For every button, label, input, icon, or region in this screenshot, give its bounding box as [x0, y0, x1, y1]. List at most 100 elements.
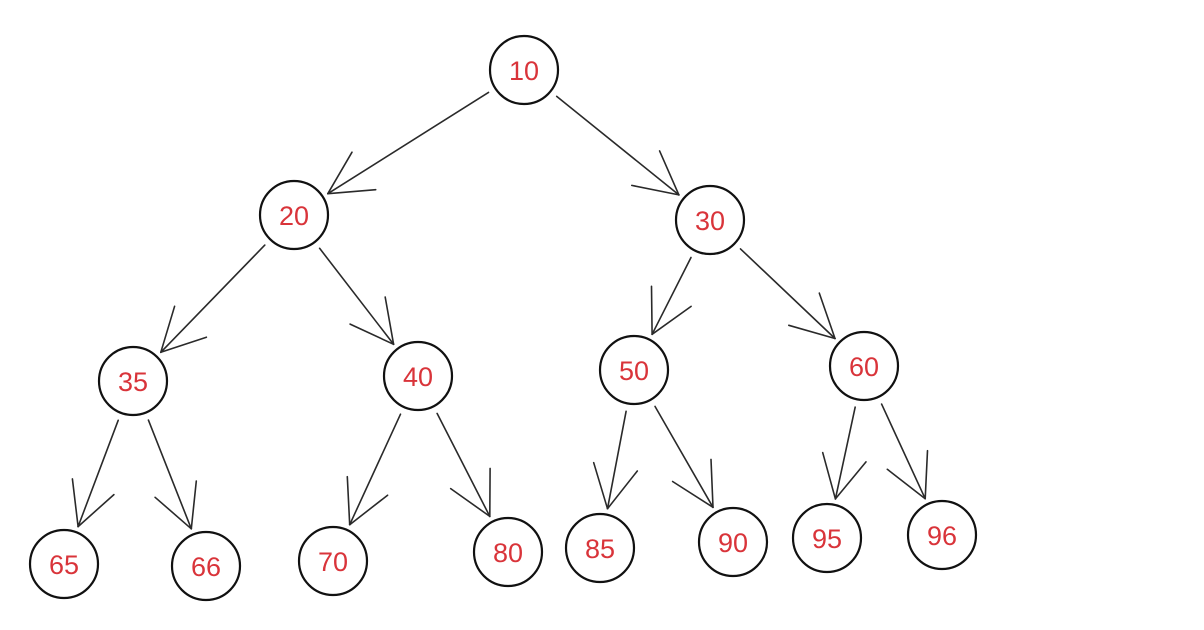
- edge-shaft: [77, 419, 119, 528]
- edge-shaft: [880, 403, 927, 500]
- edge-20-to-40: [318, 247, 395, 346]
- node-circle: [697, 506, 769, 578]
- arrowhead-barb-right: [449, 487, 491, 518]
- arrowhead-barb-left: [658, 150, 680, 196]
- tree-node-95: 95: [791, 502, 863, 574]
- tree-node-90: 90: [697, 506, 769, 578]
- arrowhead-barb-left: [651, 305, 692, 336]
- node-label: 70: [318, 547, 348, 577]
- edge-shaft: [318, 247, 395, 346]
- edge-shaft: [606, 410, 627, 510]
- edge-shaft: [326, 91, 490, 195]
- node-label: 60: [849, 352, 879, 382]
- node-label: 40: [403, 362, 433, 392]
- node-label: 30: [695, 206, 725, 236]
- edge-20-to-35: [160, 244, 266, 354]
- tree-node-65: 65: [28, 528, 100, 600]
- edge-shaft: [147, 419, 193, 530]
- arrowhead-barb-left: [834, 461, 867, 500]
- edge-40-to-80: [436, 412, 491, 518]
- tree-node-70: 70: [297, 525, 369, 597]
- arrowhead-barb-left: [924, 449, 929, 500]
- tree-node-66: 66: [170, 530, 242, 602]
- node-label: 95: [812, 524, 842, 554]
- node-circle: [906, 499, 978, 571]
- tree-node-30: 30: [674, 184, 746, 256]
- node-circle: [674, 184, 746, 256]
- node-circle: [382, 340, 454, 412]
- arrowhead-barb-left: [384, 296, 395, 346]
- tree-node-96: 96: [906, 499, 978, 571]
- node-circle: [28, 528, 100, 600]
- edge-shaft: [739, 248, 836, 340]
- node-label: 66: [191, 552, 221, 582]
- arrowhead-barb-right: [630, 184, 680, 196]
- arrowhead-barb-right: [886, 468, 927, 500]
- node-label: 20: [279, 201, 309, 231]
- nodes-layer: 10 20 30 35 40 50 60 65 66 70 80 85 90 95 96: [28, 34, 978, 602]
- arrowhead-barb-left: [818, 292, 836, 340]
- arrowhead-barb-left: [160, 336, 208, 354]
- tree-node-20: 20: [258, 179, 330, 251]
- node-circle: [828, 330, 900, 402]
- arrowhead-barb-right: [787, 324, 836, 340]
- node-label: 85: [585, 534, 615, 564]
- arrowhead-barb-right: [821, 451, 837, 500]
- edge-shaft: [555, 95, 680, 196]
- edge-35-to-66: [147, 419, 198, 530]
- edges-layer: [71, 91, 929, 530]
- arrowhead-barb-left: [190, 480, 198, 530]
- edge-shaft: [160, 244, 266, 354]
- edge-10-to-30: [555, 95, 680, 196]
- edge-shaft: [651, 256, 692, 336]
- arrowhead-barb-right: [346, 475, 351, 526]
- edge-35-to-65: [71, 419, 119, 528]
- arrowhead-barb-left: [348, 494, 389, 526]
- edge-shaft: [654, 405, 714, 509]
- edge-30-to-60: [739, 248, 836, 340]
- tree-node-40: 40: [382, 340, 454, 412]
- tree-node-10: 10: [488, 34, 560, 106]
- node-circle: [258, 179, 330, 251]
- edge-shaft: [834, 406, 857, 500]
- edge-30-to-50: [650, 256, 692, 336]
- node-circle: [564, 512, 636, 584]
- arrowhead-barb-right: [349, 323, 395, 346]
- arrowhead-barb-right: [71, 478, 79, 528]
- node-label: 80: [493, 538, 523, 568]
- edge-60-to-95: [821, 406, 867, 500]
- arrowhead-barb-left: [77, 493, 115, 528]
- node-circle: [791, 502, 863, 574]
- arrowhead-barb-left: [710, 458, 714, 509]
- node-label: 90: [718, 528, 748, 558]
- tree-node-80: 80: [472, 516, 544, 588]
- tree-node-50: 50: [598, 334, 670, 406]
- arrowhead-barb-right: [650, 285, 653, 336]
- tree-node-35: 35: [97, 345, 169, 417]
- node-label: 50: [619, 356, 649, 386]
- node-circle: [598, 334, 670, 406]
- node-circle: [472, 516, 544, 588]
- arrowhead-barb-left: [606, 470, 639, 510]
- arrowhead-barb-right: [154, 496, 193, 530]
- edge-shaft: [436, 412, 491, 518]
- node-label: 96: [927, 521, 957, 551]
- tree-node-60: 60: [828, 330, 900, 402]
- edge-60-to-96: [880, 403, 929, 500]
- edge-40-to-70: [346, 413, 402, 526]
- edge-50-to-85: [592, 410, 639, 510]
- node-label: 35: [118, 367, 148, 397]
- arrowhead-barb-right: [671, 480, 714, 509]
- edge-50-to-90: [654, 405, 714, 509]
- arrowhead-barb-right: [592, 461, 609, 510]
- arrowhead-barb-left: [326, 188, 377, 195]
- arrowhead-barb-right: [326, 151, 353, 195]
- edge-shaft: [348, 413, 402, 526]
- node-circle: [170, 530, 242, 602]
- node-circle: [97, 345, 169, 417]
- node-circle: [488, 34, 560, 106]
- arrowhead-barb-right: [160, 305, 176, 354]
- node-circle: [297, 525, 369, 597]
- node-label: 65: [49, 550, 79, 580]
